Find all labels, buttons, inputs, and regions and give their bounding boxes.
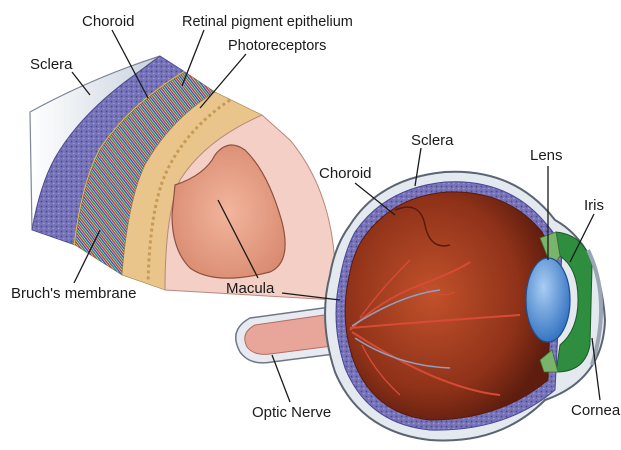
- label-cornea: Cornea: [571, 402, 621, 419]
- lens: [526, 258, 570, 342]
- label-sclera-right: Sclera: [411, 132, 454, 149]
- label-iris: Iris: [584, 197, 604, 214]
- retina-interior: [345, 192, 552, 420]
- label-rpe: Retinal pigment epithelium: [182, 14, 353, 30]
- label-macula: Macula: [226, 280, 275, 297]
- label-choroid-top: Choroid: [82, 13, 135, 30]
- label-choroid-right: Choroid: [319, 165, 372, 182]
- label-bruchs-membrane: Bruch's membrane: [11, 285, 136, 302]
- retina-cross-section: [30, 56, 335, 300]
- label-photoreceptors: Photoreceptors: [228, 38, 326, 54]
- label-lens: Lens: [530, 147, 563, 164]
- label-optic-nerve: Optic Nerve: [252, 404, 331, 421]
- label-sclera-left: Sclera: [30, 56, 73, 73]
